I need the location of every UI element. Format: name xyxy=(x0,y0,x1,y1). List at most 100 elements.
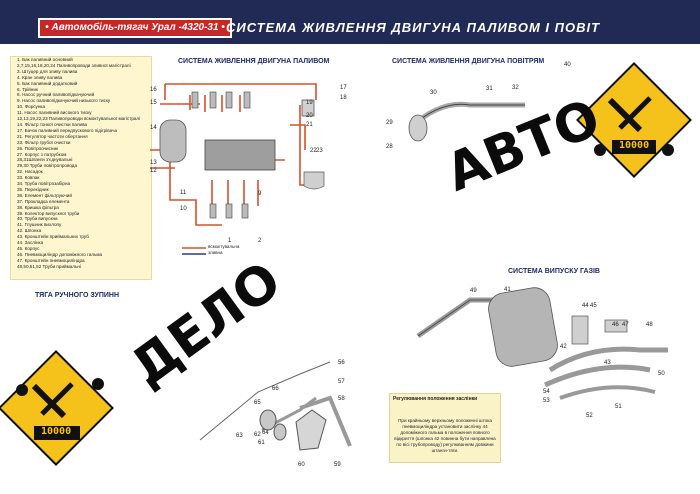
legend-item: 33. Ковпак xyxy=(17,175,40,181)
legend-item: 41. Глушник вихлопу xyxy=(17,222,62,228)
legend-item: 29,30 Труби повітропровода xyxy=(17,163,78,169)
callout-number: 11 xyxy=(180,190,187,196)
exhaust-diagram xyxy=(416,287,668,400)
callout-number: 64 xyxy=(262,430,269,436)
adjustment-note-box xyxy=(389,393,501,463)
fuel-system-title: СИСТЕМА ЖИВЛЕННЯ ДВИГУНА ПАЛИВОМ xyxy=(178,58,330,65)
legend-item: 34. Труба повітрозабірна xyxy=(17,181,71,187)
legend-item: 32. Насадок xyxy=(17,169,43,175)
legend-item: 3. Штуцер для зливу палива xyxy=(17,68,78,74)
callout-number: 1 xyxy=(228,238,232,244)
callout-number: 53 xyxy=(543,398,550,404)
badge-number-bottom: 10000 xyxy=(41,426,72,437)
adjustment-note-text: При крайньому верхньому положенні штока … xyxy=(394,418,496,453)
callout-number: 43 xyxy=(604,360,611,366)
fuel-filter-shape xyxy=(159,119,187,163)
legend-item: 38. Кришка фільтра xyxy=(17,204,59,210)
legend-item: 36. Елемент фільтруючий xyxy=(17,192,72,198)
exhaust-system-title: СИСТЕМА ВИПУСКУ ГАЗІВ xyxy=(508,268,600,275)
legend-item: 23. Фільтр грубої очистки xyxy=(17,139,71,145)
callout-number: 58 xyxy=(338,396,345,402)
legend-item: 11. Насос паливний високого тиску xyxy=(17,110,92,116)
legend-item: 5. Бак паливний додатковий xyxy=(17,80,78,86)
callout-number: 57 xyxy=(338,379,345,385)
callout-number: 42 xyxy=(560,344,567,350)
callout-number: 14 xyxy=(150,125,157,131)
callout-number: 47 xyxy=(622,322,629,328)
callout-number: 56 xyxy=(338,360,345,366)
callout-number: 16 xyxy=(150,87,157,93)
stop-linkage-title: ТЯГА РУЧНОГО ЗУПИНН xyxy=(35,292,120,299)
callout-number: 17 xyxy=(340,85,347,91)
legend-item: 45. Корпус xyxy=(17,246,40,251)
callout-number: 10 xyxy=(180,206,187,212)
legend-item: 10. Форсунка xyxy=(17,104,46,110)
legend-item: 43. Кронштейн приймальних труб xyxy=(17,234,89,240)
callout-number: 22 xyxy=(310,148,317,154)
stop-linkage-diagram xyxy=(199,361,352,451)
callout-number: 12 xyxy=(150,168,157,174)
callout-number: 46 xyxy=(612,322,619,328)
callout-number: 40 xyxy=(564,62,571,68)
callout-number: 41 xyxy=(504,287,511,293)
callout-number: 66 xyxy=(272,386,279,392)
legend-item: 44. Заслінка xyxy=(17,240,44,246)
page-title: СИСТЕМА ЖИВЛЕННЯ ДВИГУНА ПАЛИВОМ І ПОВІТ xyxy=(226,20,601,35)
callout-number: 63 xyxy=(236,433,243,439)
fuel-system-diagram xyxy=(150,83,325,255)
callout-number: 61 xyxy=(258,440,265,446)
legend-item: 48,50,51,52 Труби приймальні xyxy=(17,263,81,269)
callout-number: 51 xyxy=(615,404,622,410)
callout-number: 31 xyxy=(486,86,493,92)
muffler-shape xyxy=(488,287,558,367)
drain-line-label: зливна xyxy=(208,250,223,255)
callout-number: 21 xyxy=(306,122,313,128)
callout-number: 45 xyxy=(590,303,597,309)
legend-item: 39. Колектор випускної труби xyxy=(17,210,80,216)
legend-item: 12,13,19,22,23 Паливопроводи всмоктуваль… xyxy=(17,116,141,122)
callout-number: 52 xyxy=(586,413,593,419)
callout-number: 23 xyxy=(316,148,323,154)
callout-number: 29 xyxy=(386,120,393,126)
legend-item: 26. Повітроочисник xyxy=(17,145,59,151)
legend-item: 40. Труба випускна xyxy=(17,216,58,222)
callout-number: 60 xyxy=(298,462,305,468)
badge-top-right xyxy=(576,62,692,178)
callout-number: 50 xyxy=(658,371,665,377)
legend-item: 35. Перехідник xyxy=(17,186,49,192)
badge-number-top: 10000 xyxy=(619,140,650,151)
callout-number: 65 xyxy=(254,400,261,406)
callout-number: 62 xyxy=(254,432,261,438)
air-system-title: СИСТЕМА ЖИВЛЕННЯ ДВИГУНА ПОВІТРЯМ xyxy=(392,58,545,65)
callout-number: 32 xyxy=(512,85,519,91)
callout-number: 15 xyxy=(150,100,157,106)
callout-number: 30 xyxy=(430,90,437,96)
legend-item: 17. Бачок паливний передпускового підігр… xyxy=(17,127,118,133)
callout-number: 9 xyxy=(258,191,262,197)
adjustment-note-title: Регулювання положення заслінки xyxy=(393,396,478,402)
callout-number: 48 xyxy=(646,322,653,328)
vehicle-tag: • Автомобіль-тягач Урал -4320-31 • xyxy=(38,18,232,38)
badge-bottom-left xyxy=(0,350,114,466)
callout-number: 18 xyxy=(340,95,347,101)
legend-item: 27. Корпус з патрубком xyxy=(17,151,67,157)
legend-item: 28,31Шланги з'єднувальні xyxy=(17,157,73,163)
air-system-diagram xyxy=(408,101,525,142)
callout-number: 59 xyxy=(334,462,341,468)
legend-item: 47. Кронштейн пневмоциліндра xyxy=(17,257,85,263)
callout-number: 44 xyxy=(582,303,589,309)
legend-item: 9. Насос паливопідкачуючий низького тиск… xyxy=(17,98,111,104)
callout-number: 13 xyxy=(150,160,157,166)
legend-item: 6. Трійник xyxy=(17,86,38,92)
legend-item: 4. Кран зливу палива xyxy=(17,74,63,80)
legend-item: 14. Фільтр тонкої очистки палива xyxy=(17,121,88,127)
callout-number: 54 xyxy=(543,389,550,395)
callout-number: 19 xyxy=(306,100,313,106)
legend-item: 42. Шпонка xyxy=(17,228,42,234)
suction-line-label: всмоктувальна xyxy=(208,244,240,249)
legend-item: 8. Насос ручний паливопідкачуючий xyxy=(17,92,95,98)
callout-number: 2 xyxy=(258,238,262,244)
hp-pump-shape xyxy=(204,139,276,171)
callout-number: 28 xyxy=(386,144,393,150)
